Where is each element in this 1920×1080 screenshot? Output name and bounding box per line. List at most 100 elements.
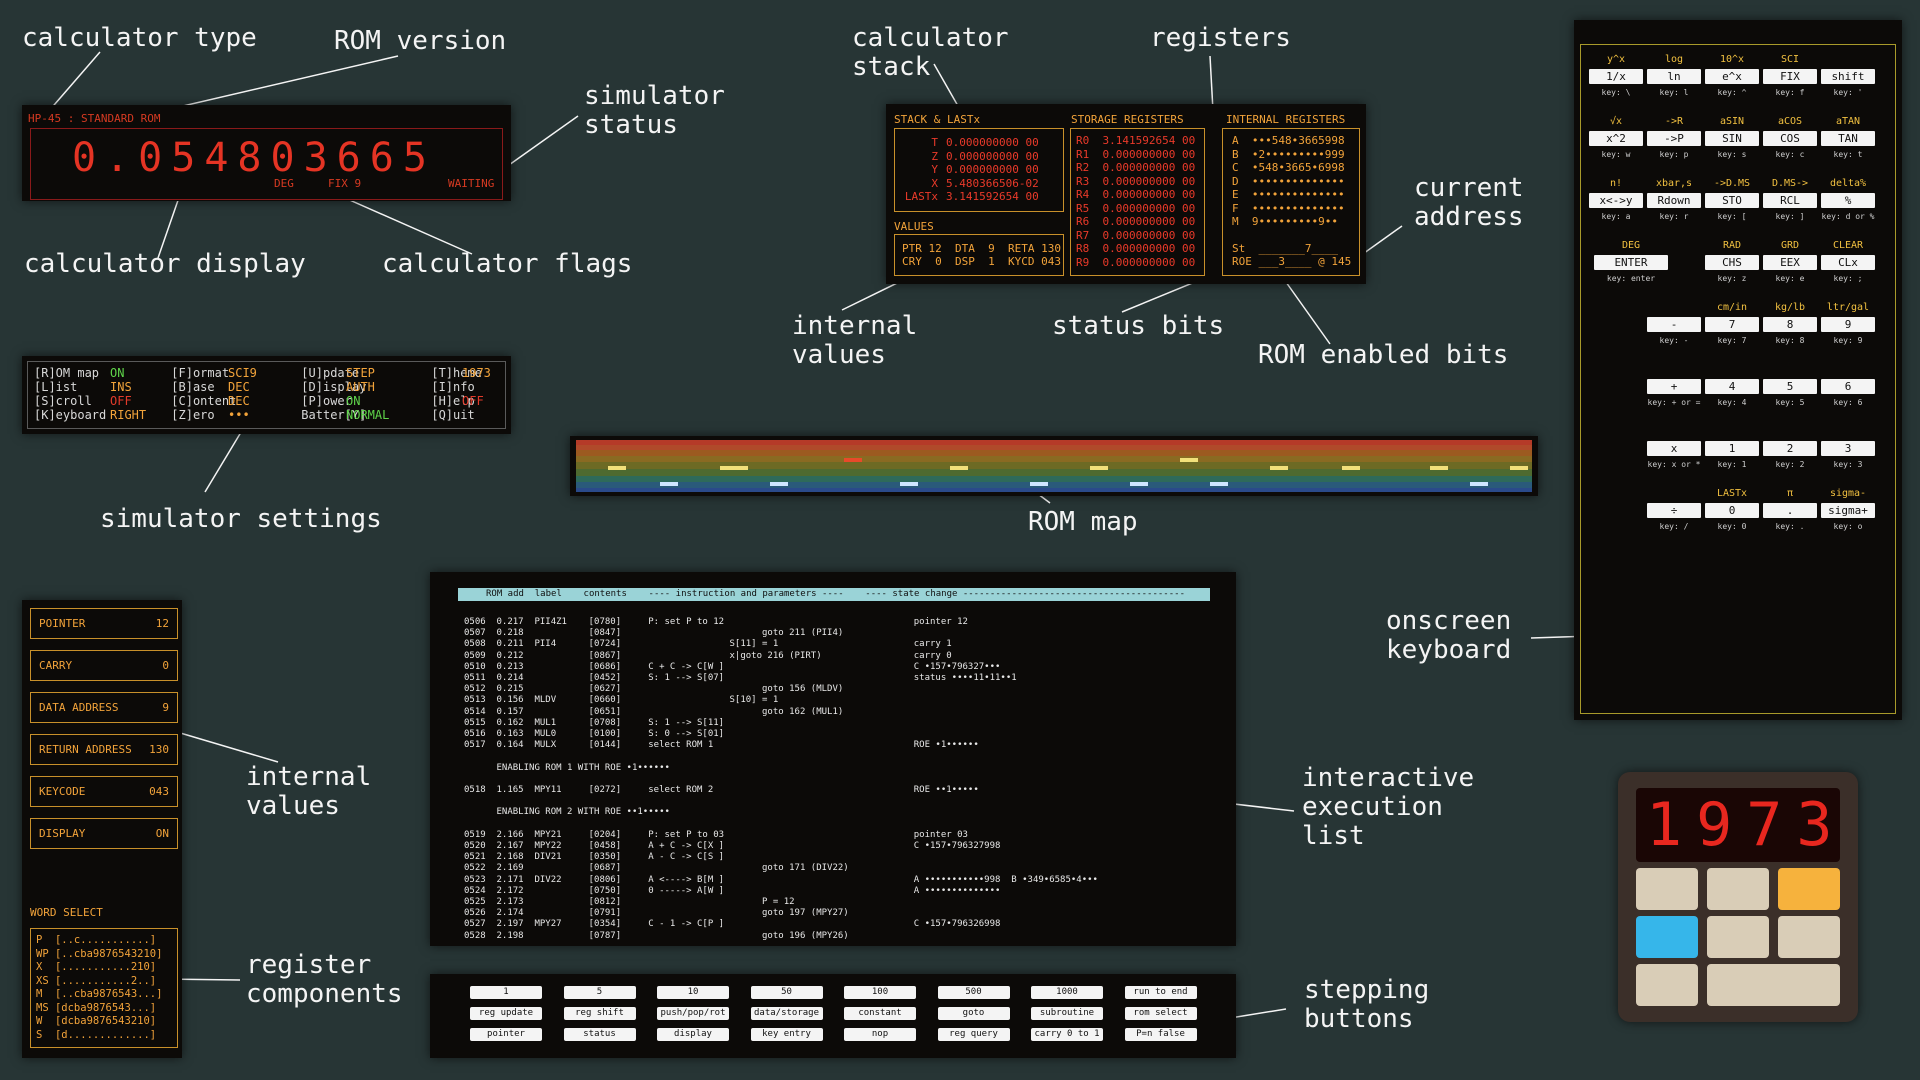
stepping-button[interactable]: data/storage: [750, 1007, 823, 1020]
keyboard-key[interactable]: ln: [1647, 69, 1701, 84]
keyboard-key[interactable]: 0: [1705, 503, 1759, 518]
execution-line[interactable]: 0518 1.165 MPY11 [0272] select ROM 2 ROE…: [464, 785, 979, 795]
keyboard-key[interactable]: .: [1763, 503, 1817, 518]
setting-value[interactable]: 1973: [462, 366, 491, 380]
stepping-button[interactable]: pointer: [470, 1028, 542, 1041]
keyboard-key[interactable]: EEX: [1763, 255, 1817, 270]
stepping-button[interactable]: 5: [563, 986, 636, 999]
execution-line[interactable]: 0514 0.157 [0651] goto 162 (MUL1): [464, 706, 844, 717]
stepping-button[interactable]: goto: [937, 1007, 1010, 1020]
stepping-button[interactable]: push/pop/rot: [657, 1007, 729, 1020]
stepping-button[interactable]: reg update: [470, 1007, 542, 1020]
execution-line[interactable]: 0522 2.169 [0687] goto 171 (DIV22): [464, 863, 849, 874]
stepping-button[interactable]: 1: [470, 986, 542, 999]
execution-line[interactable]: 0517 0.164 MULX [0144] select ROM 1 ROE …: [464, 740, 979, 751]
execution-line[interactable]: 0506 0.217 PII4Z1 [0780] P: set P to 12 …: [464, 617, 968, 627]
setting-value[interactable]: •••: [228, 408, 250, 422]
keyboard-key[interactable]: 6: [1821, 379, 1875, 394]
execution-line[interactable]: 0521 2.168 DIV21 [0350] A - C -> C[S ]: [464, 852, 725, 863]
setting-value[interactable]: NORMAL: [346, 408, 390, 422]
setting-value[interactable]: ON: [346, 394, 361, 408]
keyboard-key[interactable]: 3: [1821, 441, 1875, 456]
keyboard-key[interactable]: x: [1647, 441, 1701, 456]
setting-value[interactable]: ON: [110, 366, 125, 380]
keyboard-key[interactable]: COS: [1763, 131, 1817, 146]
execution-line[interactable]: ENABLING ROM 2 WITH ROE ••1•••••: [464, 807, 670, 818]
keyboard-key[interactable]: CHS: [1705, 255, 1759, 270]
setting-value[interactable]: DEC: [228, 394, 250, 408]
stepping-button[interactable]: display: [657, 1028, 729, 1041]
stepping-button[interactable]: constant: [844, 1007, 916, 1020]
keyboard-key[interactable]: CLx: [1821, 255, 1875, 270]
stepping-button[interactable]: 100: [844, 986, 916, 999]
execution-line[interactable]: 0510 0.213 [0686] C + C -> C[W ] C •157•…: [464, 661, 1001, 672]
keyboard-key[interactable]: SIN: [1705, 131, 1759, 146]
stepping-button[interactable]: reg shift: [563, 1007, 636, 1020]
stepping-button[interactable]: subroutine: [1031, 1007, 1103, 1020]
setting-value[interactable]: AUTH: [346, 380, 375, 394]
execution-line[interactable]: 0519 2.166 MPY21 [0204] P: set P to 03 p…: [464, 829, 968, 840]
stepping-button[interactable]: key entry: [750, 1028, 823, 1041]
stepping-button[interactable]: nop: [844, 1028, 916, 1041]
keyboard-key[interactable]: 2: [1763, 441, 1817, 456]
execution-line[interactable]: 0508 0.211 PII4 [0724] S[11] = 1 carry 1: [464, 639, 952, 650]
keyboard-key[interactable]: Rdown: [1647, 193, 1701, 208]
stepping-button[interactable]: 1000: [1031, 986, 1103, 999]
execution-line[interactable]: 0512 0.215 [0627] goto 156 (MLDV): [464, 684, 844, 695]
setting-value[interactable]: INS: [110, 380, 132, 394]
keyboard-key[interactable]: ->P: [1647, 131, 1701, 146]
stepping-button[interactable]: 10: [657, 986, 729, 999]
keyboard-key[interactable]: x<->y: [1589, 193, 1643, 208]
setting-value[interactable]: DEC: [228, 380, 250, 394]
keyboard-key[interactable]: -: [1647, 317, 1701, 332]
execution-line[interactable]: 0511 0.214 [0452] S: 1 --> S[07] status …: [464, 673, 1017, 683]
stepping-button[interactable]: reg query: [937, 1028, 1010, 1041]
execution-line[interactable]: 0520 2.167 MPY22 [0458] A + C -> C[X ] C…: [464, 841, 1001, 851]
keyboard-key[interactable]: STO: [1705, 193, 1759, 208]
keyboard-key[interactable]: e^x: [1705, 69, 1759, 84]
setting-value[interactable]: OFF: [110, 394, 132, 408]
execution-line[interactable]: 0527 2.197 MPY27 [0354] C - 1 -> C[P ] C…: [464, 919, 1001, 930]
keyboard-key[interactable]: 1/x: [1589, 69, 1643, 84]
execution-line[interactable]: 0516 0.163 MUL0 [0100] S: 0 --> S[01]: [464, 729, 725, 739]
execution-line[interactable]: 0524 2.172 [0750] 0 -----> A[W ] A •••••…: [464, 885, 1001, 896]
keyboard-key[interactable]: TAN: [1821, 131, 1875, 146]
execution-line[interactable]: 0523 2.171 DIV22 [0806] A <----> B[M ] A…: [464, 874, 1098, 885]
keyboard-key[interactable]: 4: [1705, 379, 1759, 394]
setting-value[interactable]: OFF: [462, 394, 484, 408]
keyboard-key[interactable]: 8: [1763, 317, 1817, 332]
stepping-button[interactable]: rom select: [1124, 1007, 1197, 1020]
stepping-button[interactable]: 500: [937, 986, 1010, 999]
keyboard-key[interactable]: 1: [1705, 441, 1759, 456]
execution-line[interactable]: 0507 0.218 [0847] goto 211 (PII4): [464, 628, 844, 639]
stepping-button[interactable]: 50: [750, 986, 823, 999]
stepping-button[interactable]: run to end: [1124, 986, 1197, 999]
rom-map-panel[interactable]: [570, 436, 1538, 496]
execution-line[interactable]: ENABLING ROM 1 WITH ROE •1••••••: [464, 762, 670, 773]
execution-line[interactable]: 0515 0.162 MUL1 [0708] S: 1 --> S[11]: [464, 717, 725, 728]
execution-line[interactable]: 0513 0.156 MLDV [0660] S[10] = 1: [464, 695, 779, 706]
stepping-button[interactable]: carry 0 to 1: [1031, 1028, 1103, 1041]
execution-line[interactable]: 0509 0.212 [0867] x|goto 216 (PIRT) carr…: [464, 650, 952, 661]
stepping-button[interactable]: P=n false: [1124, 1028, 1197, 1041]
keyboard-key[interactable]: shift: [1821, 69, 1875, 84]
keyboard-key[interactable]: 5: [1763, 379, 1817, 394]
keyboard-key[interactable]: ENTER: [1594, 255, 1668, 270]
keyboard-key[interactable]: FIX: [1763, 69, 1817, 84]
execution-line[interactable]: 0526 2.174 [0791] goto 197 (MPY27): [464, 908, 849, 919]
execution-line[interactable]: 0528 2.198 [0787] goto 196 (MPY26): [464, 930, 849, 941]
execution-list-panel[interactable]: ROM add label contents ---- instruction …: [430, 572, 1236, 946]
keyboard-key[interactable]: 7: [1705, 317, 1759, 332]
keyboard-key[interactable]: sigma+: [1821, 503, 1875, 518]
keyboard-key[interactable]: %: [1821, 193, 1875, 208]
keyboard-key[interactable]: 9: [1821, 317, 1875, 332]
execution-line[interactable]: 0525 2.173 [0812] P = 12: [464, 897, 795, 907]
stepping-button[interactable]: status: [563, 1028, 636, 1041]
keyboard-key[interactable]: ÷: [1647, 503, 1701, 518]
setting-value[interactable]: STEP: [346, 366, 375, 380]
keyboard-key[interactable]: x^2: [1589, 131, 1643, 146]
keyboard-key[interactable]: +: [1647, 379, 1701, 394]
keyboard-key[interactable]: RCL: [1763, 193, 1817, 208]
setting-value[interactable]: SCI9: [228, 366, 257, 380]
setting-value[interactable]: RIGHT: [110, 408, 147, 422]
